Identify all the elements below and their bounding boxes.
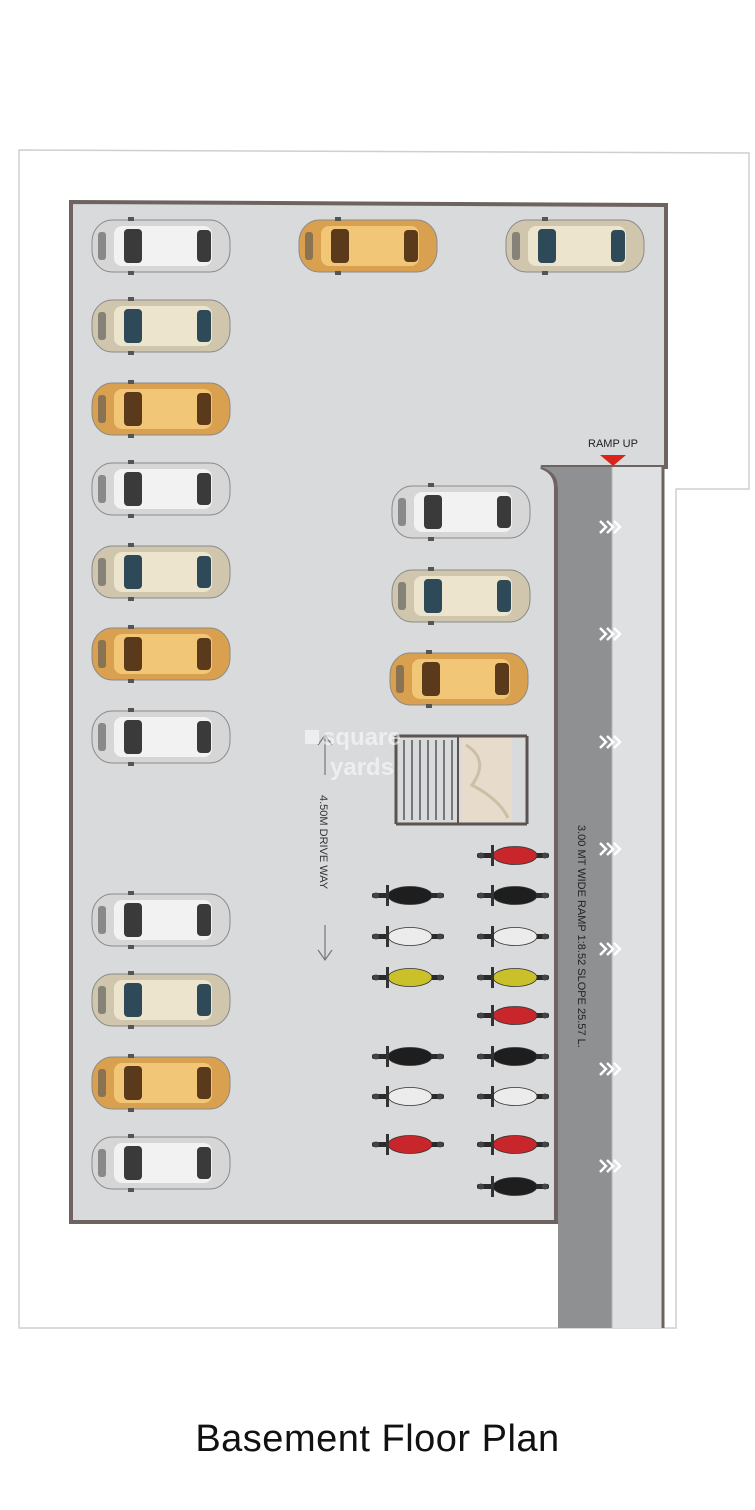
bike-right-2 bbox=[477, 885, 549, 906]
bike-left-3 bbox=[372, 967, 444, 988]
ramp-chevron-6 bbox=[599, 1062, 622, 1076]
bike-right-8 bbox=[477, 1134, 549, 1155]
bike-right-9 bbox=[477, 1176, 549, 1197]
ramp-chevron-7 bbox=[599, 1159, 622, 1173]
ramp-chevron-1 bbox=[599, 520, 622, 534]
car-left-9 bbox=[91, 971, 231, 1029]
bike-right-3 bbox=[477, 926, 549, 947]
bike-right-4 bbox=[477, 967, 549, 988]
svg-text:yards: yards bbox=[330, 754, 394, 781]
ramp-chevron-5 bbox=[599, 942, 622, 956]
car-top-right bbox=[505, 217, 645, 275]
bike-parking-slots bbox=[372, 845, 549, 1197]
bike-left-4 bbox=[372, 1046, 444, 1067]
bike-left-5 bbox=[372, 1086, 444, 1107]
ramp: RAMP UP 3.00 MT WIDE RAMP 1:8.52 SLOPE 2… bbox=[541, 438, 665, 1328]
car-mid-3 bbox=[389, 650, 529, 708]
car-mid-1 bbox=[391, 483, 531, 541]
ramp-spec-label: 3.00 MT WIDE RAMP 1:8.52 SLOPE 25.57 L. bbox=[575, 825, 587, 1048]
svg-text:square: square bbox=[322, 724, 401, 751]
car-parking-slots bbox=[91, 217, 645, 1192]
ramp-up-label: RAMP UP bbox=[588, 438, 638, 450]
watermark: square yards bbox=[305, 724, 401, 781]
car-left-7 bbox=[91, 708, 231, 766]
bike-left-2 bbox=[372, 926, 444, 947]
ramp-chevron-4 bbox=[599, 842, 622, 856]
car-left-5 bbox=[91, 543, 231, 601]
car-left-10 bbox=[91, 1054, 231, 1112]
car-mid-2 bbox=[391, 567, 531, 625]
car-left-3 bbox=[91, 380, 231, 438]
bike-right-1 bbox=[477, 845, 549, 866]
car-left-11 bbox=[91, 1134, 231, 1192]
car-left-4 bbox=[91, 460, 231, 518]
ramp-chevron-3 bbox=[599, 735, 622, 749]
bike-left-1 bbox=[372, 885, 444, 906]
bike-right-6 bbox=[477, 1046, 549, 1067]
ramp-up-marker bbox=[600, 455, 626, 466]
car-left-1 bbox=[91, 217, 231, 275]
car-top-mid bbox=[298, 217, 438, 275]
car-left-8 bbox=[91, 891, 231, 949]
ramp-chevron-2 bbox=[599, 627, 622, 641]
driveway-marker: 4.50M DRIVE WAY bbox=[317, 733, 333, 962]
car-left-6 bbox=[91, 625, 231, 683]
driveway-label: 4.50M DRIVE WAY bbox=[317, 795, 329, 890]
bike-right-5 bbox=[477, 1005, 549, 1026]
plan-caption: Basement Floor Plan bbox=[195, 1418, 560, 1460]
stair-core bbox=[394, 734, 529, 826]
car-left-2 bbox=[91, 297, 231, 355]
bike-right-7 bbox=[477, 1086, 549, 1107]
bike-left-6 bbox=[372, 1134, 444, 1155]
